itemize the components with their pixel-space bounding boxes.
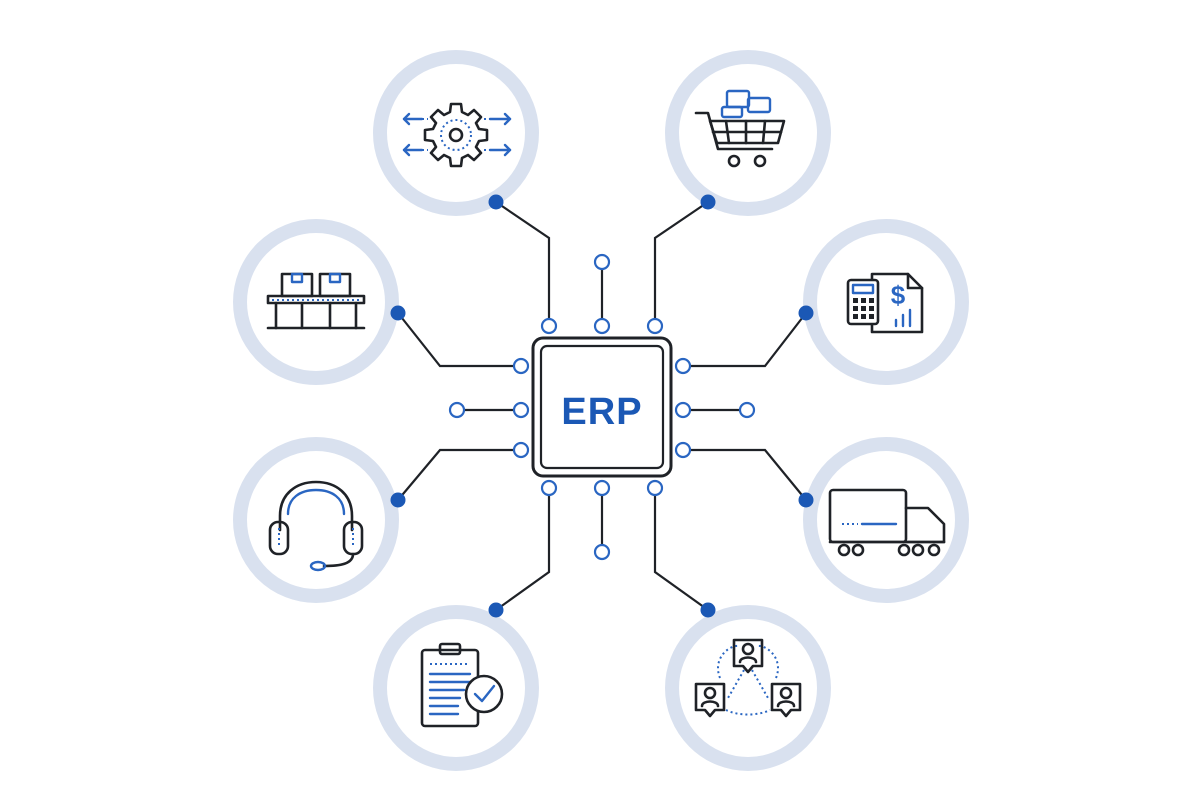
free-pin-bottom <box>593 543 611 561</box>
ring-human-resources <box>665 605 831 771</box>
ring-manufacturing <box>373 50 539 216</box>
dot-quality <box>488 602 504 618</box>
dot-human-resources <box>700 602 716 618</box>
free-pin-top <box>593 253 611 271</box>
connector-finance <box>683 312 807 368</box>
shopping-cart-icon <box>694 89 786 168</box>
dot-manufacturing <box>488 194 504 210</box>
connector-human-resources <box>653 488 709 611</box>
chip-pin <box>593 479 611 497</box>
ring-connection-dots <box>390 194 814 618</box>
chip-pin <box>512 441 530 459</box>
chip-pins <box>448 253 756 561</box>
delivery-truck-icon <box>828 488 946 557</box>
dot-inventory <box>390 305 406 321</box>
people-network-icon <box>694 638 802 718</box>
chip-pin <box>646 479 664 497</box>
chip-pin <box>674 441 692 459</box>
calculator-invoice-icon: $ <box>846 272 924 334</box>
dot-purchasing <box>700 194 716 210</box>
ring-quality <box>373 605 539 771</box>
chip-pin <box>512 401 530 419</box>
connector-manufacturing <box>495 201 551 326</box>
connector-purchasing <box>653 201 709 326</box>
ring-finance <box>803 219 969 385</box>
conveyor-boxes-icon <box>266 272 366 330</box>
headset-icon <box>268 480 364 572</box>
connector-logistics <box>683 448 807 501</box>
person-badge-right <box>770 682 802 718</box>
dot-logistics <box>798 492 814 508</box>
ring-customer-service <box>233 437 399 603</box>
chip-body-inner <box>539 344 665 470</box>
free-pin-left <box>448 401 466 419</box>
erp-label: ERP <box>561 391 642 433</box>
gear-with-arrows-icon <box>402 102 512 168</box>
dot-finance <box>798 305 814 321</box>
dollar-sign: $ <box>891 280 906 310</box>
module-rings <box>233 50 969 771</box>
chip-pin <box>540 479 558 497</box>
clipboard-check-icon <box>420 642 504 728</box>
chip-pin <box>593 317 611 335</box>
chip-pin <box>540 317 558 335</box>
chip-pin <box>674 357 692 375</box>
connector-lines <box>397 201 807 611</box>
connector-quality <box>495 488 551 611</box>
person-badge-top <box>732 638 764 674</box>
dot-customer-service <box>390 492 406 508</box>
chip-pin <box>512 357 530 375</box>
connector-inventory <box>397 312 521 368</box>
chip-pin <box>674 401 692 419</box>
free-pin-right <box>738 401 756 419</box>
connector-customer-service <box>397 448 521 501</box>
person-badge-left <box>694 682 726 718</box>
erp-chip: ERP <box>531 336 673 478</box>
ring-logistics <box>803 437 969 603</box>
chip-pin <box>646 317 664 335</box>
